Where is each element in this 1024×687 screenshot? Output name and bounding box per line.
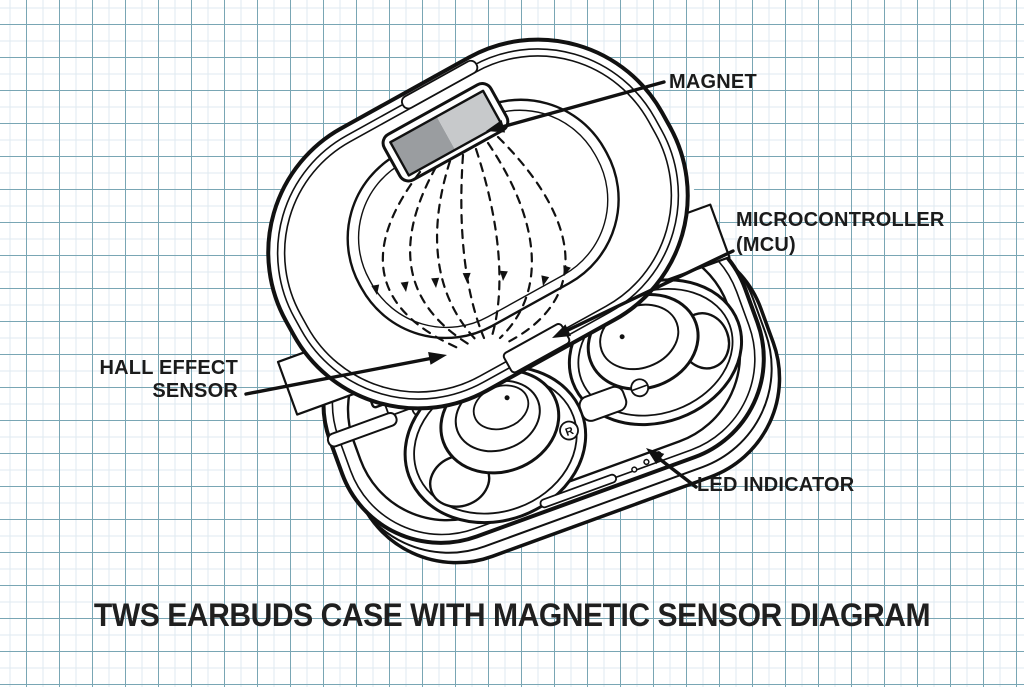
diagram-title: TWS EARBUDS CASE WITH MAGNETIC SENSOR DI…	[93, 597, 931, 633]
right-side-marking-letter: R	[564, 425, 576, 439]
label-hall-effect-line1: HALL EFFECT	[99, 357, 238, 379]
left-earbud-mic-dot	[504, 395, 510, 401]
field-line-right-3	[496, 135, 567, 344]
label-hall-effect-sensor: HALL EFFECT SENSOR	[100, 357, 239, 403]
magnet-dark-half	[390, 116, 456, 176]
label-microcontroller: MICROCONTROLLER (MCU)	[736, 208, 945, 258]
field-line-arrowheads	[371, 265, 571, 295]
leader-arrows	[244, 80, 735, 489]
magnet-assembly	[381, 82, 510, 183]
case-lid	[266, 37, 690, 411]
magnet-light-half	[436, 90, 502, 150]
field-line-left-1	[436, 159, 480, 344]
label-microcontroller-line2: (MCU)	[736, 234, 796, 256]
label-hall-effect-line2: SENSOR	[152, 380, 238, 402]
hall-sensor-leader-arrow	[244, 351, 447, 396]
field-line-center	[460, 153, 486, 340]
mcu-leader-arrow	[552, 249, 735, 338]
led-dot-2	[643, 458, 650, 466]
field-line-left-3	[381, 170, 460, 350]
led-dot-1	[631, 466, 638, 473]
screw-marking	[630, 378, 650, 398]
magnetic-field-lines	[381, 135, 567, 350]
label-led-indicator: LED INDICATOR	[697, 474, 855, 496]
magnet-leader-arrow	[486, 80, 666, 133]
field-line-right-2	[486, 141, 533, 340]
right-earbud-mic-dot	[619, 334, 625, 340]
label-magnet: MAGNET	[669, 71, 757, 93]
label-microcontroller-line1: MICROCONTROLLER	[736, 209, 945, 231]
right-side-marking: R	[559, 420, 579, 441]
pairing-button	[578, 385, 628, 422]
led-leader-arrow	[646, 448, 698, 489]
field-line-right-1	[474, 147, 501, 338]
lid-top-tab	[400, 59, 479, 110]
magnet-outline	[389, 89, 503, 177]
left-front-slot	[326, 411, 398, 448]
front-slot	[539, 473, 617, 509]
